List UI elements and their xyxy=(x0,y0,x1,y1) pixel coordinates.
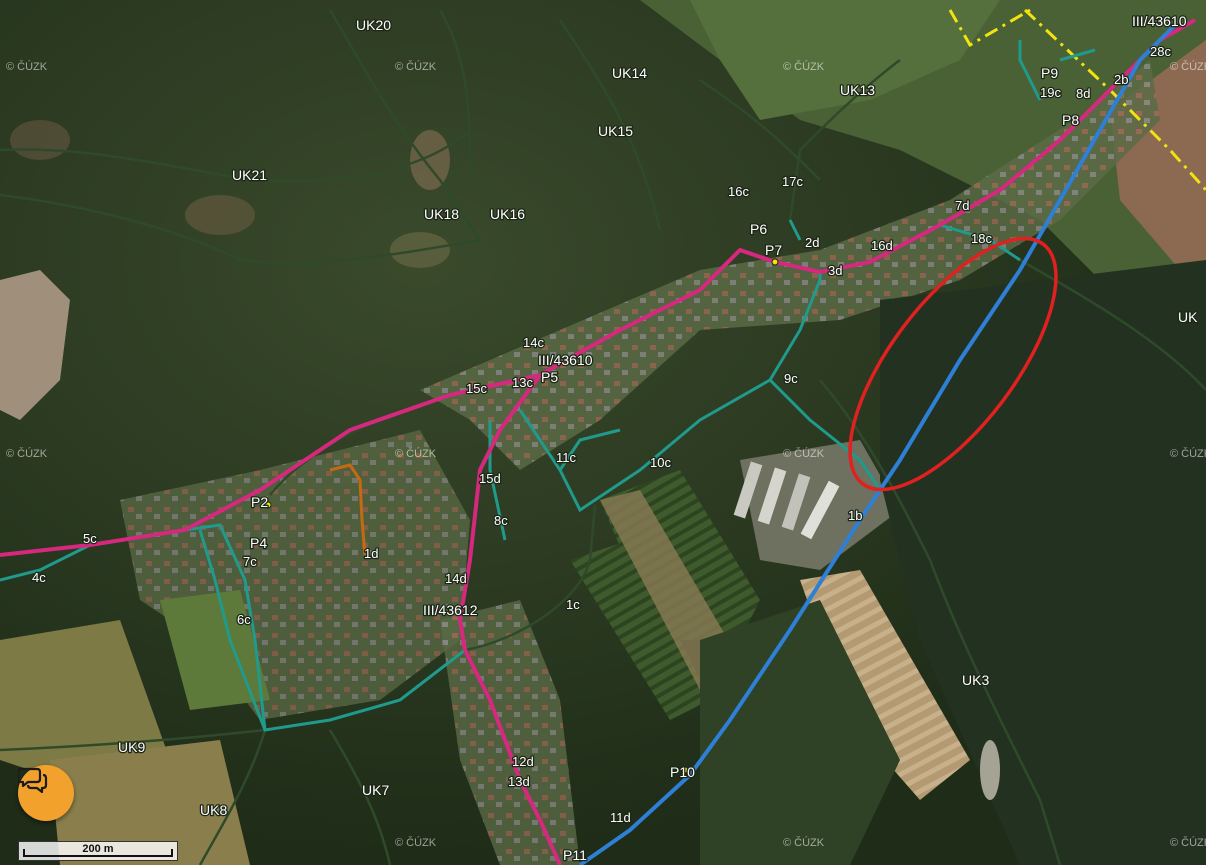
watermark: © ČÚZK xyxy=(783,60,825,73)
label-p2: P2 xyxy=(251,494,268,510)
label-1d: 1d xyxy=(364,546,378,561)
label-16c: 16c xyxy=(728,184,749,199)
highlight-ellipse xyxy=(848,236,1058,492)
label-15d: 15d xyxy=(479,471,501,486)
watermark: © ČÚZK xyxy=(395,60,437,73)
watermark: © ČÚZK xyxy=(1170,836,1206,849)
label-uk21: UK21 xyxy=(232,167,267,183)
scale-label: 200 m xyxy=(82,843,114,855)
label-2d: 2d xyxy=(805,235,819,250)
label-1b: 1b xyxy=(848,508,862,523)
map-labels: UK20 UK14 UK15 UK13 UK21 UK18 UK16 UK UK… xyxy=(31,12,1200,865)
label-uk3: UK3 xyxy=(962,672,989,688)
blue-route xyxy=(578,23,1177,865)
label-11c: 11c xyxy=(556,450,576,465)
label-uk8: UK8 xyxy=(200,802,227,818)
label-uk-right: UK xyxy=(1178,309,1198,325)
label-8d: 8d xyxy=(1076,86,1090,101)
label-1c: 1c xyxy=(566,597,580,612)
label-10c: 10c xyxy=(650,455,671,470)
label-13c: 13c xyxy=(512,375,533,390)
label-uk16: UK16 xyxy=(490,206,525,222)
label-p5: P5 xyxy=(541,369,558,385)
label-19c: 19c xyxy=(1040,85,1061,100)
watermark: © ČÚZK xyxy=(6,447,48,460)
dark-track-network xyxy=(0,9,1206,865)
watermarks: © ČÚZK © ČÚZK © ČÚZK © ČÚZK © ČÚZK © ČÚZ… xyxy=(6,60,1206,849)
label-28c: 28c xyxy=(1150,44,1171,59)
main-road-network xyxy=(0,18,1196,865)
label-p4: P4 xyxy=(250,535,267,551)
label-8c: 8c xyxy=(494,513,508,528)
chat-button[interactable] xyxy=(18,765,74,821)
label-14d: 14d xyxy=(445,571,467,586)
watermark: © ČÚZK xyxy=(395,447,437,460)
label-p9: P9 xyxy=(1041,65,1058,81)
watermark: © ČÚZK xyxy=(1170,447,1206,460)
label-3d: 3d xyxy=(828,263,842,278)
label-2b: 2b xyxy=(1114,72,1128,87)
label-road-43612: III/43612 xyxy=(423,602,478,618)
label-road-43610-top: III/43610 xyxy=(1132,13,1187,29)
field-road-network xyxy=(0,40,1096,732)
label-uk9: UK9 xyxy=(118,739,145,755)
cadastral-boundary xyxy=(948,8,1206,192)
label-12d: 12d xyxy=(512,754,534,769)
watermark: © ČÚZK xyxy=(783,447,825,460)
orange-track xyxy=(329,463,367,556)
watermark: © ČÚZK xyxy=(6,60,48,73)
watermark: © ČÚZK xyxy=(783,836,825,849)
label-6c: 6c xyxy=(237,612,251,627)
label-p8: P8 xyxy=(1062,112,1079,128)
label-uk20: UK20 xyxy=(356,17,391,33)
label-9c: 9c xyxy=(784,371,798,386)
scale-bar: 200 m xyxy=(18,841,178,861)
label-uk13: UK13 xyxy=(840,82,875,98)
location-markers xyxy=(264,258,779,774)
label-11d: 11d xyxy=(610,810,631,825)
label-15c: 15c xyxy=(466,381,487,396)
label-4c: 4c xyxy=(32,570,46,585)
label-13d: 13d xyxy=(508,774,530,789)
label-uk18: UK18 xyxy=(424,206,459,222)
label-17c: 17c xyxy=(782,174,803,189)
label-18c: 18c xyxy=(971,231,992,246)
label-5c: 5c xyxy=(83,531,97,546)
watermark: © ČÚZK xyxy=(1170,60,1206,73)
label-uk7: UK7 xyxy=(362,782,389,798)
scale-bar-ruler xyxy=(23,849,173,857)
label-p6: P6 xyxy=(750,221,767,237)
label-road-43610-mid: III/43610 xyxy=(538,352,593,368)
label-p11: P11 xyxy=(563,847,587,863)
label-p7: P7 xyxy=(765,242,782,258)
label-16d: 16d xyxy=(871,238,893,253)
label-p10: P10 xyxy=(670,764,695,780)
label-uk15: UK15 xyxy=(598,123,633,139)
label-uk14: UK14 xyxy=(612,65,647,81)
label-7d: 7d xyxy=(955,198,969,213)
label-14c: 14c xyxy=(523,335,544,350)
chat-bubbles-icon xyxy=(18,767,48,793)
watermark: © ČÚZK xyxy=(395,836,437,849)
label-7c: 7c xyxy=(243,554,257,569)
